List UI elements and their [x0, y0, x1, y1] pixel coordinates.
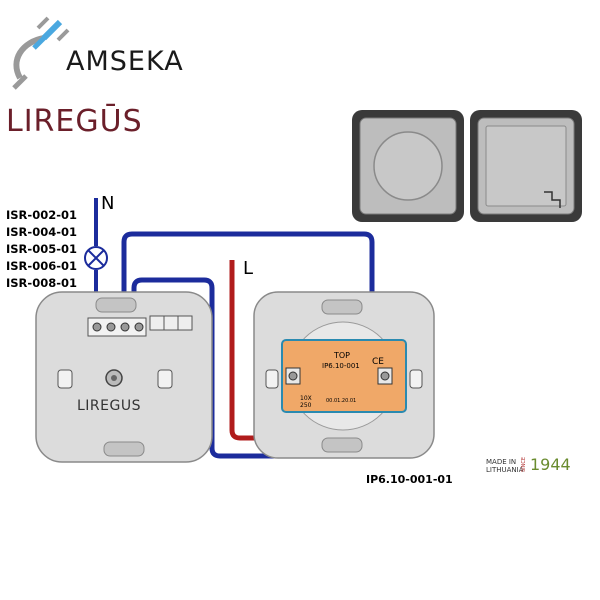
model-code: ISR-006-01 — [6, 259, 77, 273]
dimmer-cover-plate — [352, 110, 464, 222]
model-code: ISR-005-01 — [6, 242, 77, 256]
module-rating-a: 10X — [300, 395, 312, 402]
module-rating-v: 250 — [300, 402, 312, 409]
made-in-label: MADE IN LITHUANIA — [486, 458, 524, 474]
product-code: IP6.10-001-01 — [366, 473, 453, 486]
dimmer-brand-label: LIREGUS — [77, 398, 141, 414]
stairs-icon — [544, 191, 561, 208]
neutral-wire-loop — [121, 231, 375, 372]
switch-module — [281, 339, 407, 413]
module-code: IP6.10-001 — [322, 362, 360, 370]
module-top-label: TOP — [333, 351, 350, 360]
live-wire-label: L — [243, 258, 254, 279]
lamp-symbol-icon — [84, 246, 108, 270]
switch-cover-plate — [470, 110, 582, 222]
module-date: 00.01.20.01 — [326, 398, 356, 404]
model-code: ISR-008-01 — [6, 276, 77, 290]
amseka-logo-text: AMSEKA — [66, 46, 184, 77]
neutral-wire-label: N — [101, 193, 115, 214]
dimmer-mechanism — [35, 291, 213, 463]
liregus-logo-text: LIREGŪS — [6, 104, 143, 139]
model-code: ISR-004-01 — [6, 225, 77, 239]
since-year: 1944 — [530, 455, 571, 474]
plug-logo-icon — [12, 16, 70, 90]
since-label: SINCE — [521, 457, 527, 473]
model-code: ISR-002-01 — [6, 208, 77, 222]
ce-mark: CE — [372, 357, 384, 367]
